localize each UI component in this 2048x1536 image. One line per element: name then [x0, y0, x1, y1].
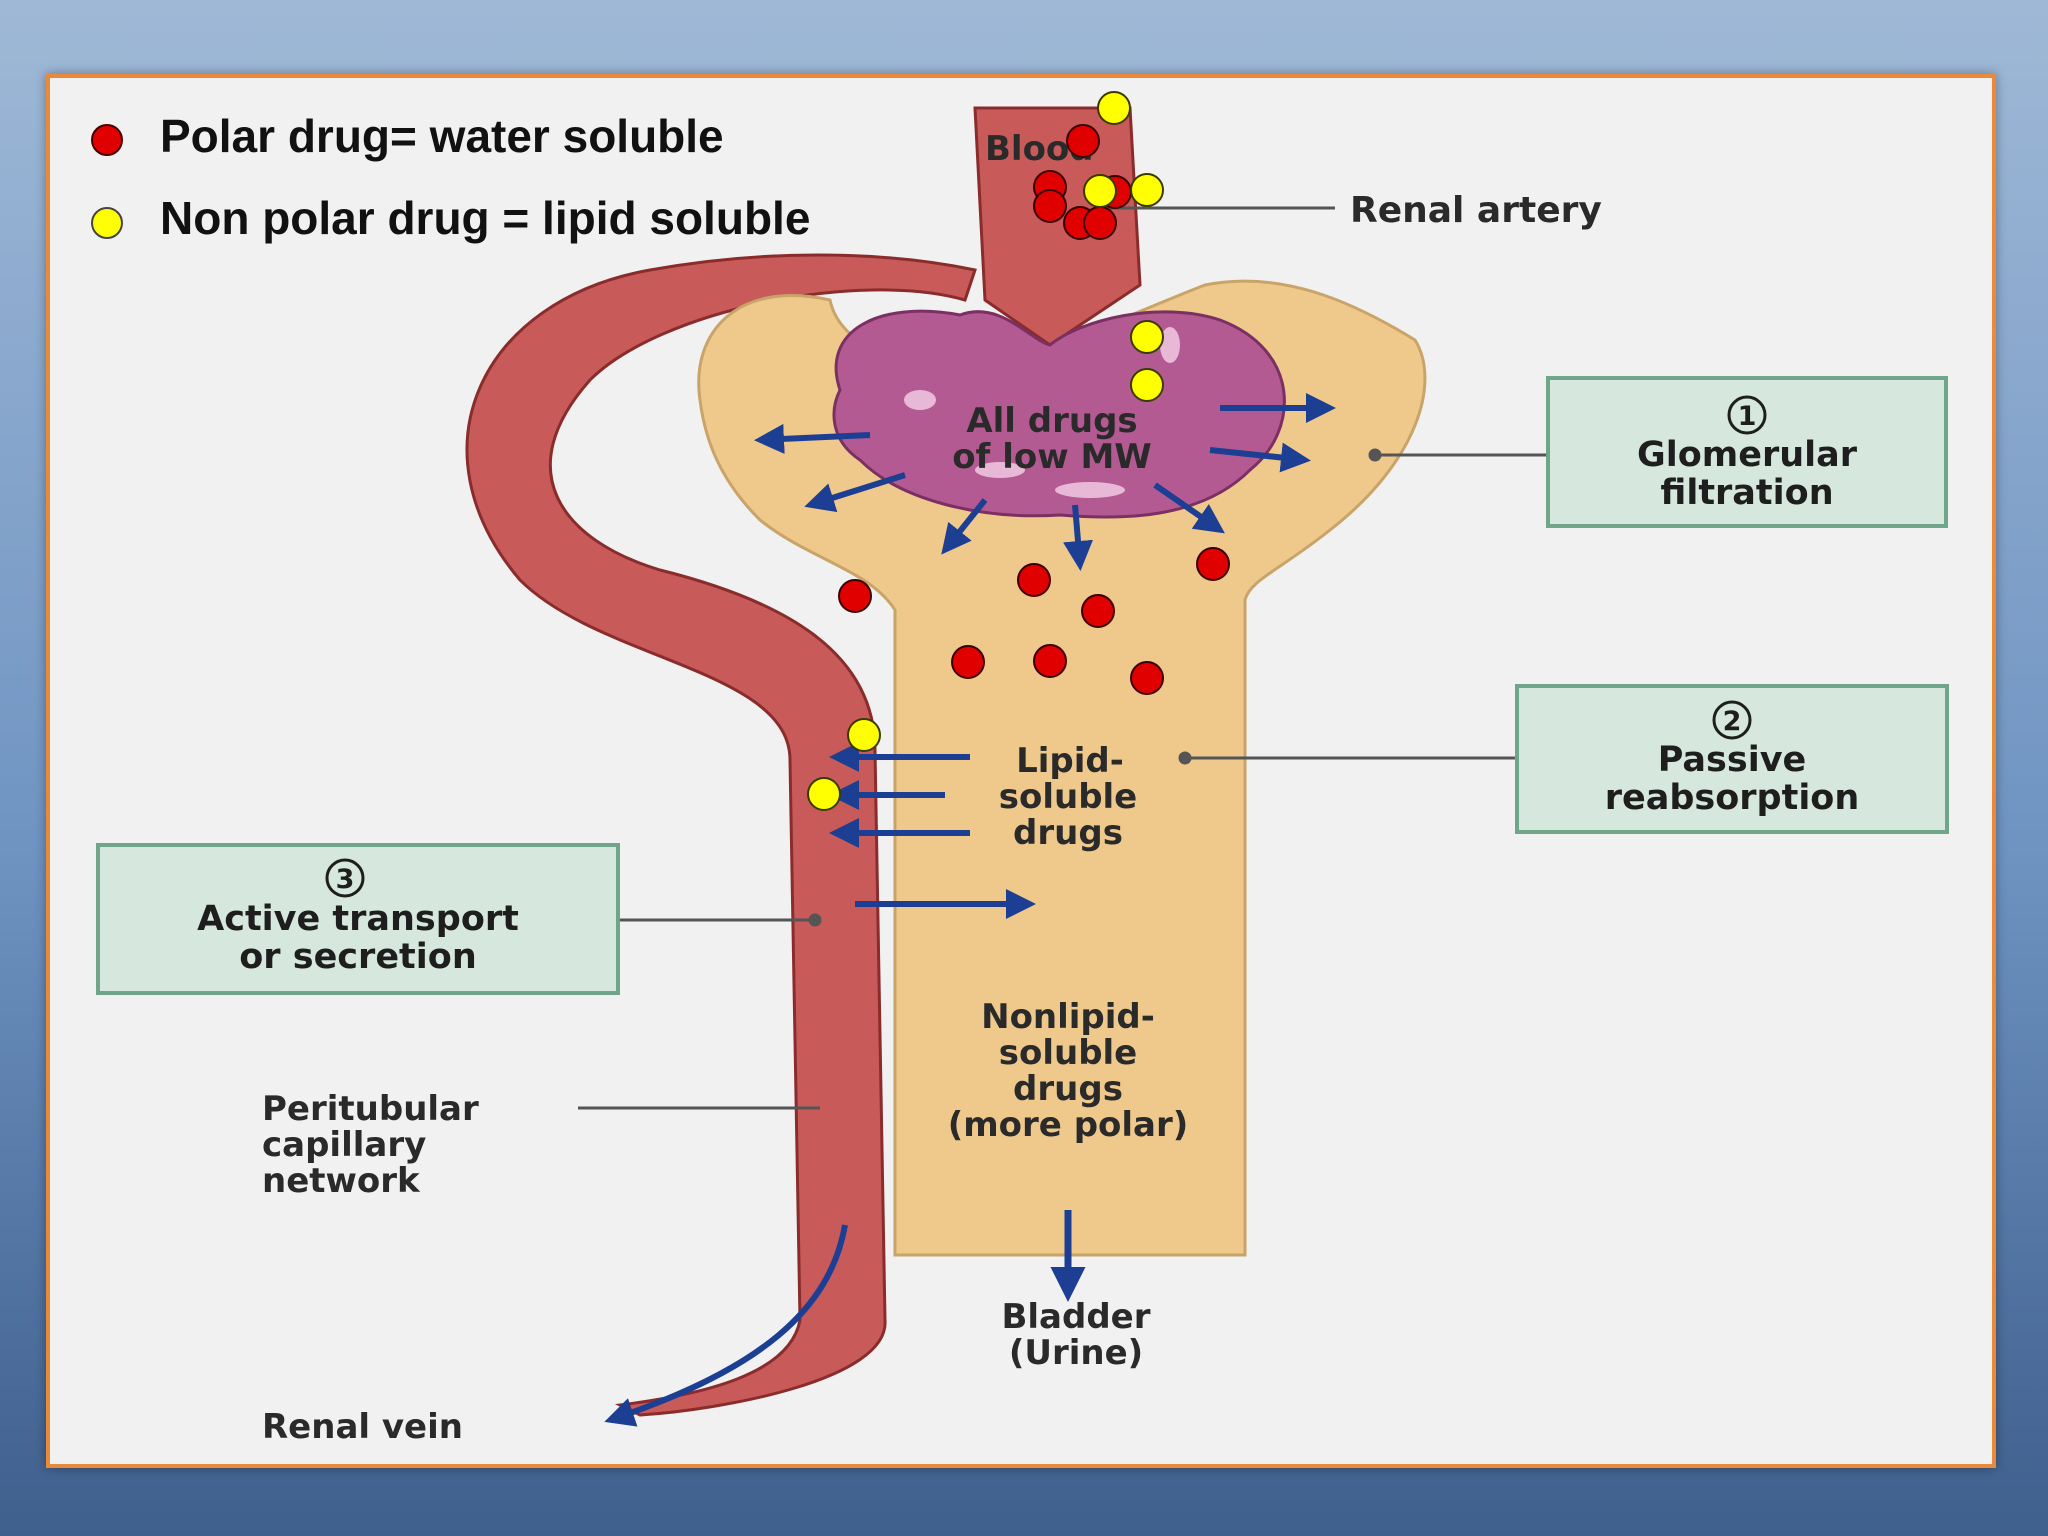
- nonlipid-soluble-label: soluble: [999, 1033, 1138, 1073]
- legend-polar-dot: [91, 124, 123, 156]
- polar-drug-dot: [1130, 661, 1164, 695]
- all-drugs-label: of low MW: [952, 437, 1152, 477]
- leader-dot: [1368, 448, 1382, 462]
- polar-drug-dot: [1196, 547, 1230, 581]
- glomerulus-lumen: [1160, 327, 1180, 363]
- leader-dot: [808, 913, 822, 927]
- arrow: [804, 472, 906, 513]
- polar-drug-dot: [1017, 563, 1051, 597]
- nonpolar-drug-dot: [847, 718, 881, 752]
- nonpolar-drug-dot: [1130, 173, 1164, 207]
- leader-lines: [578, 206, 1548, 1110]
- nonpolar-drug-dot: [1130, 320, 1164, 354]
- peritubular-capillary: [465, 253, 977, 1417]
- polar-drug-dot: [951, 645, 985, 679]
- nephron-tubule: [697, 279, 1427, 1257]
- legend-nonpolar-dot: [91, 207, 123, 239]
- arrow: [941, 498, 988, 555]
- legend-polar-text: Polar drug= water soluble: [160, 110, 724, 162]
- renal-artery-label: Renal artery: [1350, 190, 1602, 231]
- step-number: 2: [1723, 706, 1742, 737]
- bladder-label: Bladder: [1001, 1297, 1150, 1337]
- nonlipid-soluble-label: drugs: [1013, 1069, 1123, 1109]
- lipid-soluble-label: drugs: [1013, 813, 1123, 853]
- box-line: Passive: [1658, 740, 1807, 780]
- nonpolar-drug-dot: [1097, 91, 1131, 125]
- venous-flow-arrow: [604, 1224, 848, 1427]
- filtration-arrows: [754, 393, 1336, 571]
- box-line: reabsorption: [1605, 778, 1860, 818]
- box-line: filtration: [1660, 473, 1833, 513]
- glomerulus: [832, 309, 1286, 519]
- step-number: 3: [336, 864, 355, 895]
- peritubular-label: Peritubular: [262, 1089, 479, 1129]
- arrow: [1209, 442, 1311, 473]
- nonlipid-soluble-label: Nonlipid-: [981, 997, 1155, 1037]
- step-number-circle: [1712, 700, 1752, 740]
- glomerulus-lumen: [975, 462, 1025, 478]
- arrow: [1153, 482, 1225, 534]
- step-number: 1: [1738, 401, 1757, 432]
- polar-drug-dot: [838, 579, 872, 613]
- arrow: [754, 423, 871, 454]
- peritubular-label: capillary: [262, 1125, 426, 1165]
- nonpolar-drug-dot: [1130, 368, 1164, 402]
- arrow: [1063, 504, 1093, 571]
- box-glomerular-filtration: 1 Glomerular filtration: [1546, 376, 1948, 528]
- polar-drug-dot: [1033, 189, 1067, 223]
- nonpolar-drug-dots: [807, 91, 1164, 811]
- box-passive-reabsorption: 2 Passive reabsorption: [1515, 684, 1949, 834]
- lipid-soluble-label: soluble: [999, 777, 1138, 817]
- leader-dot: [1178, 751, 1192, 765]
- glomerulus-lumen: [1055, 482, 1125, 498]
- polar-drug-dot: [1033, 644, 1067, 678]
- polar-drug-dot: [1083, 206, 1117, 240]
- glomerulus-lumen: [904, 390, 936, 410]
- box-line: or secretion: [239, 937, 477, 977]
- box-active-transport: 3 Active transport or secretion: [96, 843, 620, 995]
- lipid-soluble-label: Lipid-: [1016, 741, 1124, 781]
- polar-drug-dot: [1066, 124, 1100, 158]
- bladder-label: (Urine): [1009, 1333, 1143, 1373]
- box-line: Active transport: [197, 899, 519, 939]
- nonlipid-soluble-label: (more polar): [948, 1105, 1189, 1145]
- legend-nonpolar-text: Non polar drug = lipid soluble: [160, 192, 810, 244]
- all-drugs-label: All drugs: [966, 401, 1137, 441]
- step-number-circle: [1727, 395, 1767, 435]
- step-number-circle: [325, 858, 365, 898]
- reabsorption-arrows: [829, 742, 970, 848]
- box-line: Glomerular: [1637, 435, 1858, 475]
- legend: Polar drug= water soluble Non polar drug…: [91, 110, 810, 244]
- peritubular-label: network: [262, 1161, 421, 1201]
- renal-vein-label: Renal vein: [262, 1407, 463, 1447]
- nonpolar-drug-dot: [1083, 174, 1117, 208]
- nonpolar-drug-dot: [807, 777, 841, 811]
- polar-drug-dot: [1081, 594, 1115, 628]
